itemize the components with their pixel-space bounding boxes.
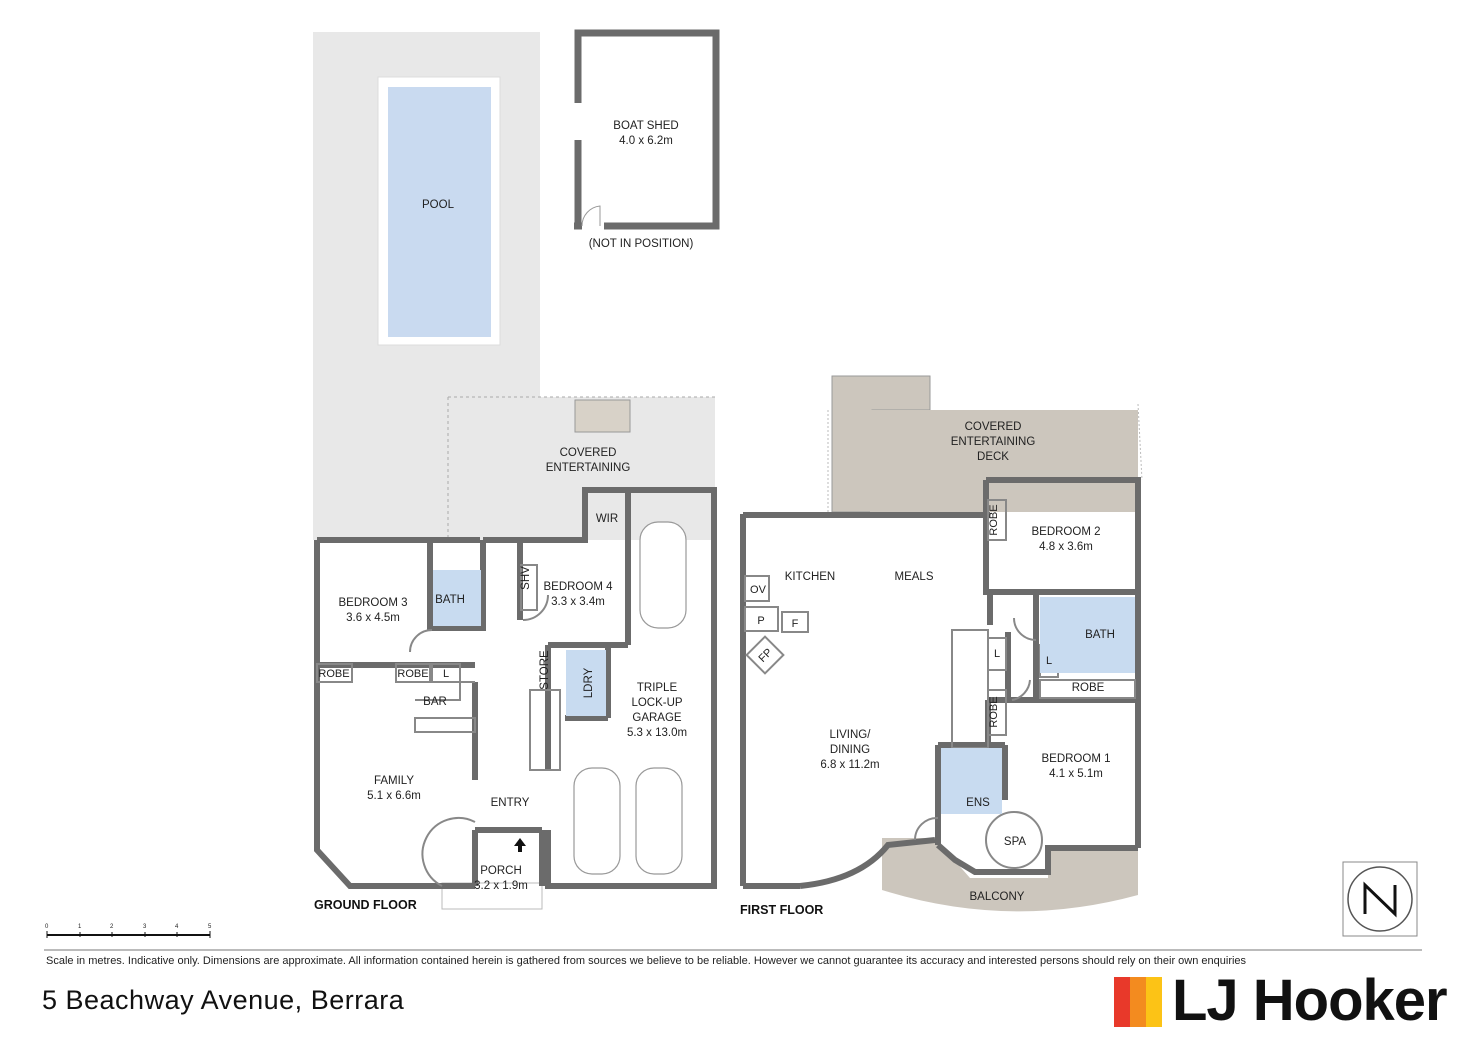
porch-label: PORCH [480, 865, 522, 877]
property-address: 5 Beachway Avenue, Berrara [42, 985, 405, 1015]
boat-shed-size: 4.0 x 6.2m [619, 135, 673, 147]
scale-tick-label: 2 [110, 924, 114, 930]
ground-interior [316, 564, 561, 887]
north-compass-icon [1342, 861, 1418, 937]
bar-label: BAR [423, 696, 447, 708]
living-label: LIVING/ [830, 729, 872, 741]
ens-curve [936, 842, 1051, 875]
fireplace-label: FP [756, 646, 774, 664]
garage-label: GARAGE [632, 712, 682, 724]
bedroom3-label: BEDROOM 3 [338, 597, 407, 609]
scale-tick-label: 1 [78, 924, 82, 930]
boat-shed [574, 29, 720, 230]
garage-label: LOCK-UP [631, 697, 682, 709]
garage-roof-strip [430, 397, 715, 487]
ground-floor-walls [314, 487, 717, 889]
living-size: 6.8 x 11.2m [820, 759, 879, 771]
linen-label: L [1046, 655, 1052, 667]
scale-bar [46, 931, 211, 938]
living-curve [799, 837, 936, 889]
ground-floor-title: GROUND FLOOR [314, 898, 417, 912]
linen-label: L [443, 668, 449, 680]
spa-label: SPA [1004, 836, 1026, 848]
garage-size: 5.3 x 13.0m [627, 727, 687, 739]
family-label: FAMILY [374, 775, 414, 787]
car-icon [573, 767, 621, 875]
robe-label: ROBE [988, 504, 1000, 535]
robe-label: ROBE [318, 668, 349, 680]
disclaimer-text: Scale in metres. Indicative only. Dimens… [46, 955, 1247, 967]
pantry-label: P [757, 615, 764, 627]
ens-label: ENS [966, 797, 990, 809]
bedroom2-label: BEDROOM 2 [1031, 526, 1100, 538]
bedroom1-label: BEDROOM 1 [1041, 753, 1110, 765]
linen-label: L [994, 648, 1000, 660]
deck-label: DECK [977, 451, 1009, 463]
scale-tick-label: 3 [143, 924, 147, 930]
first-floor-title: FIRST FLOOR [740, 903, 823, 917]
porch-size: 3.2 x 1.9m [474, 880, 528, 892]
ground-stairs-top [574, 399, 631, 433]
balcony-label: BALCONY [970, 891, 1025, 903]
entry-arrow-icon [514, 838, 526, 852]
scale-tick-label: 5 [208, 924, 212, 930]
ground-bath-label: BATH [435, 594, 465, 606]
robe-label: ROBE [988, 696, 1000, 727]
bedroom3-size: 3.6 x 4.5m [346, 612, 400, 624]
store-label: STORE [539, 650, 551, 690]
car-icons [573, 521, 687, 875]
bedroom4-label: BEDROOM 4 [543, 581, 613, 593]
covered-entertaining-label: COVERED [560, 447, 617, 459]
bedroom1-size: 4.1 x 5.1m [1049, 768, 1103, 780]
scale-tick-label: 4 [175, 924, 179, 930]
covered-deck [870, 410, 1138, 512]
family-size: 5.1 x 6.6m [367, 790, 421, 802]
wir-label: WIR [596, 513, 618, 525]
car-icon [635, 767, 683, 875]
ldry-label: LDRY [583, 667, 595, 698]
ground-laundry-wet [566, 650, 606, 716]
scale-tick-label: 0 [45, 924, 49, 930]
first-bath-label: BATH [1085, 629, 1115, 641]
boat-shed-note: (NOT IN POSITION) [589, 238, 694, 250]
robe-label: ROBE [1072, 682, 1105, 694]
boat-shed-label: BOAT SHED [613, 120, 678, 132]
balcony-area [882, 838, 1138, 912]
kitchen-label: KITCHEN [785, 571, 835, 583]
entry-label: ENTRY [491, 797, 530, 809]
oven-label: OV [750, 584, 767, 596]
garage-label: TRIPLE [637, 682, 678, 694]
fridge-label: F [792, 618, 799, 630]
deck-label: ENTERTAINING [951, 436, 1036, 448]
robe-label: ROBE [397, 668, 428, 680]
ground-bath-wet [433, 570, 481, 626]
covered-entertaining-label: ENTERTAINING [546, 462, 631, 474]
ens-wet [941, 748, 1002, 814]
pool-water [388, 87, 491, 337]
deck-label: COVERED [965, 421, 1022, 433]
deck-edge [1137, 403, 1143, 481]
car-icon [639, 521, 687, 629]
lj-hooker-logo-mark [1114, 977, 1162, 1027]
first-bath-wet [1040, 597, 1135, 673]
lj-hooker-logo-text: LJ Hooker [1172, 968, 1448, 1033]
pool-label: POOL [422, 199, 455, 211]
meals-label: MEALS [895, 571, 934, 583]
bedroom4-size: 3.3 x 3.4m [551, 596, 605, 608]
bedroom2-size: 4.8 x 3.6m [1039, 541, 1093, 553]
shv-label: SHV [520, 566, 532, 590]
living-label: DINING [830, 744, 870, 756]
